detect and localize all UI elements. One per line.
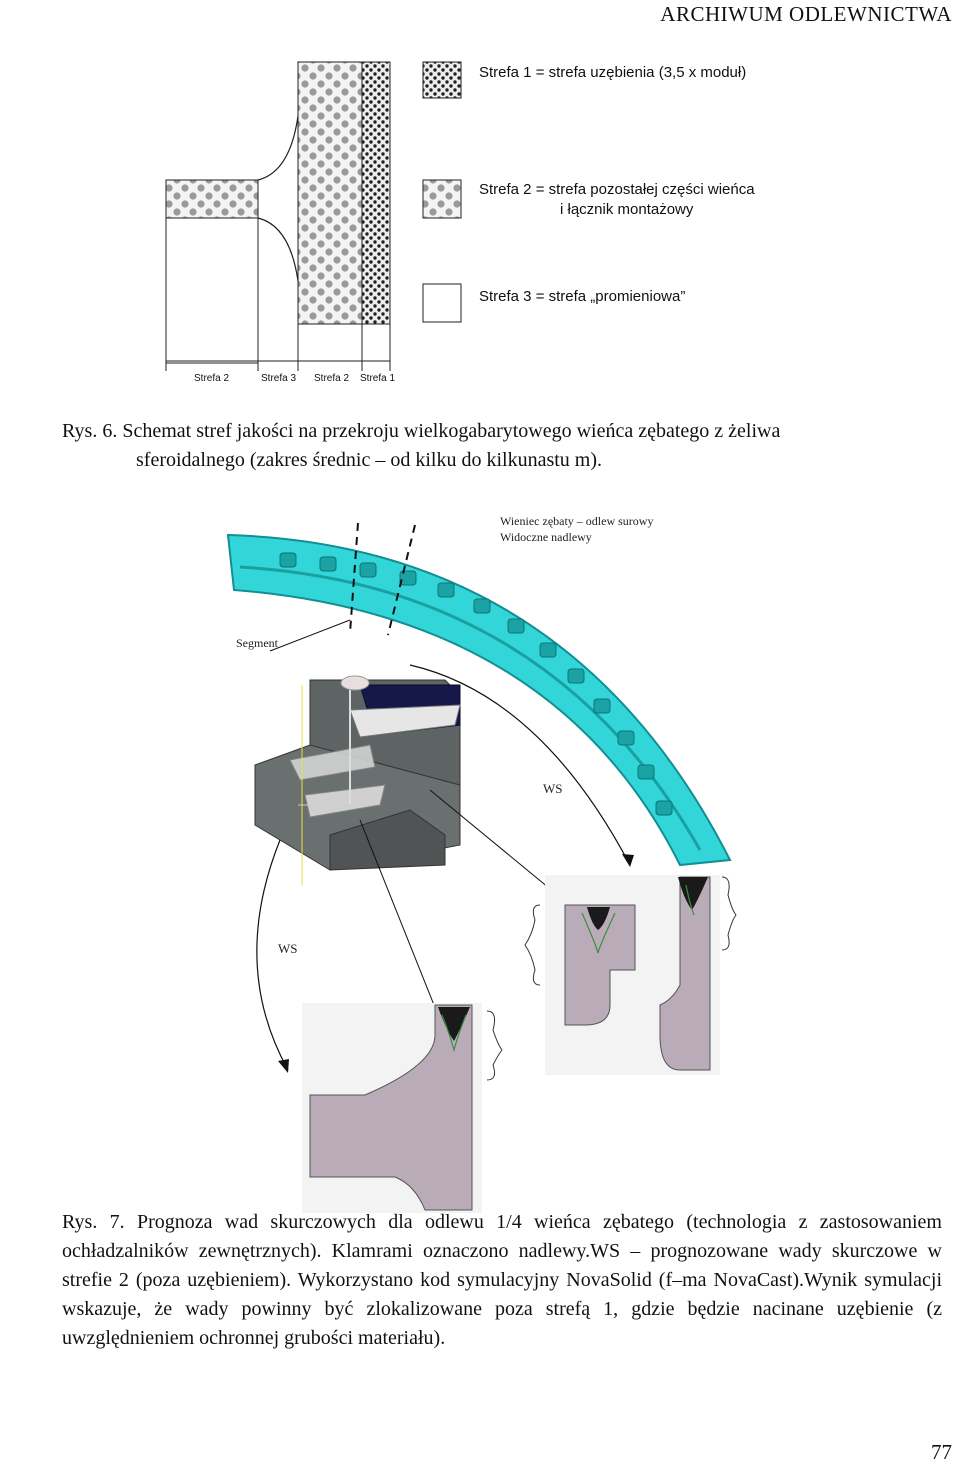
ws-label-upper: WS xyxy=(543,781,563,796)
axis-label-zone1: Strefa 1 xyxy=(360,373,396,384)
cross-section-left xyxy=(302,1003,503,1213)
axis-label-zone2-left: Strefa 2 xyxy=(194,373,230,384)
legend-swatch-zone3 xyxy=(422,283,462,323)
zone2-rim xyxy=(297,61,363,325)
figure-6-caption: Rys. 6. Schemat stref jakości na przekro… xyxy=(62,417,934,475)
zone1-teeth xyxy=(361,61,391,325)
fig7-title-line1: Wieniec zębaty – odlew surowy xyxy=(500,514,653,528)
figure-6-caption-line1: Rys. 6. Schemat stref jakości na przekro… xyxy=(62,420,781,442)
cross-section-right xyxy=(524,875,737,1075)
ws-lower-arc xyxy=(256,839,289,1071)
figure-6-caption-line2: sferoidalnego (zakres średnic – od kilku… xyxy=(136,449,602,471)
legend-zone3-label: Strefa 3 = strefa „promieniowa” xyxy=(479,288,686,305)
simulation-illustration-svg: Wieniec zębaty – odlew surowy Widoczne n… xyxy=(226,514,737,1213)
zone-cross-section-svg xyxy=(165,61,462,371)
page-number: 77 xyxy=(931,1440,952,1464)
lower-fillet xyxy=(257,217,299,282)
ring-pockets xyxy=(279,552,673,816)
figure-7-caption: Rys. 7. Prognoza wad skurczowych dla odl… xyxy=(62,1211,942,1349)
legend-swatch-zone2 xyxy=(422,179,462,219)
axis-label-zone3: Strefa 3 xyxy=(261,373,297,384)
zone3-left-block xyxy=(165,217,259,364)
upper-fillet xyxy=(257,115,299,181)
ws-label-lower: WS xyxy=(278,941,298,956)
journal-header: ARCHIWUM ODLEWNICTWA xyxy=(660,2,952,26)
zone2-left-band xyxy=(165,179,259,219)
mould-segment-block xyxy=(254,675,461,871)
figure-6-zone-diagram: Strefa 1 = strefa uzębienia (3,5 x moduł… xyxy=(165,56,795,386)
ws-upper-arc xyxy=(409,664,631,866)
fig7-title-line2: Widoczne nadlewy xyxy=(500,530,592,544)
legend-zone2-label-line1: Strefa 2 = strefa pozostałej części wień… xyxy=(479,181,755,198)
segment-label: Segment xyxy=(236,636,279,650)
figure-7-simulation: Wieniec zębaty – odlew surowy Widoczne n… xyxy=(210,505,950,1215)
legend-zone1-label: Strefa 1 = strefa uzębienia (3,5 x moduł… xyxy=(479,64,747,81)
legend-swatch-zone1 xyxy=(422,61,462,99)
legend-zone2-label-line2: i łącznik montażowy xyxy=(560,201,694,218)
axis-label-zone2-right: Strefa 2 xyxy=(314,373,350,384)
